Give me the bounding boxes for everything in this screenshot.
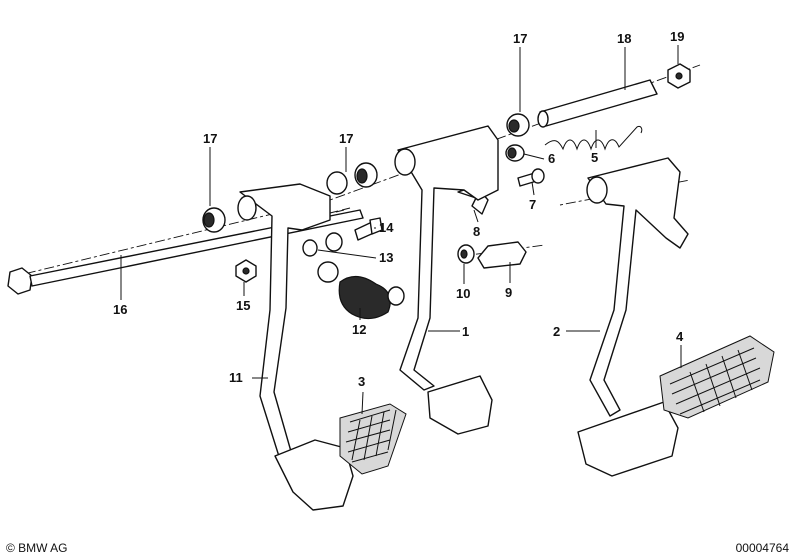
label-17-middle: 17 [339,131,353,146]
bushing-part-10 [457,244,475,264]
bolt-part-7 [517,168,545,187]
copyright-notice: © BMW AG [6,541,68,555]
label-11: 11 [229,370,243,385]
label-16: 16 [113,302,127,317]
label-13: 13 [379,250,393,265]
label-15: 15 [236,298,250,313]
brake-pedal-part-1 [394,125,499,435]
spring-part-12 [317,261,405,320]
label-1: 1 [462,324,469,339]
label-12: 12 [352,322,366,337]
washer-part-13 [302,232,343,257]
bushing-part-17-left [202,207,226,233]
diagram-number: 00004764 [735,541,789,555]
label-9: 9 [505,285,512,300]
label-17-left: 17 [203,131,217,146]
label-3: 3 [358,374,365,389]
bushing-part-17-middle [326,162,378,195]
label-17-top: 17 [513,31,527,46]
label-5: 5 [591,150,598,165]
label-18: 18 [617,31,631,46]
label-19: 19 [670,29,684,44]
leader-6 [523,153,545,160]
label-6: 6 [548,151,555,166]
clevis-part-9 [477,241,527,269]
nut-part-15 [235,259,257,283]
label-7: 7 [529,197,536,212]
bushing-part-17-top [506,113,530,137]
sleeve-part-18 [537,79,658,128]
leader-7 [531,181,535,196]
screw-part-14 [354,217,383,241]
pedal-pad-part-4 [659,335,775,419]
label-10: 10 [456,286,470,301]
label-4: 4 [676,329,684,344]
leader-8 [473,209,479,223]
return-spring-part-5 [544,126,643,151]
label-14: 14 [379,220,394,235]
leader-3 [361,391,364,415]
label-8: 8 [473,224,480,239]
left-axis-line [19,199,331,276]
pedal-part-2 [577,157,689,477]
nut-part-19 [667,63,691,89]
leader-13 [317,249,377,259]
pedal-pad-part-3 [339,403,407,475]
bushing-part-6 [505,144,525,162]
label-2: 2 [553,324,560,339]
clutch-pedal-part-11 [237,183,354,511]
